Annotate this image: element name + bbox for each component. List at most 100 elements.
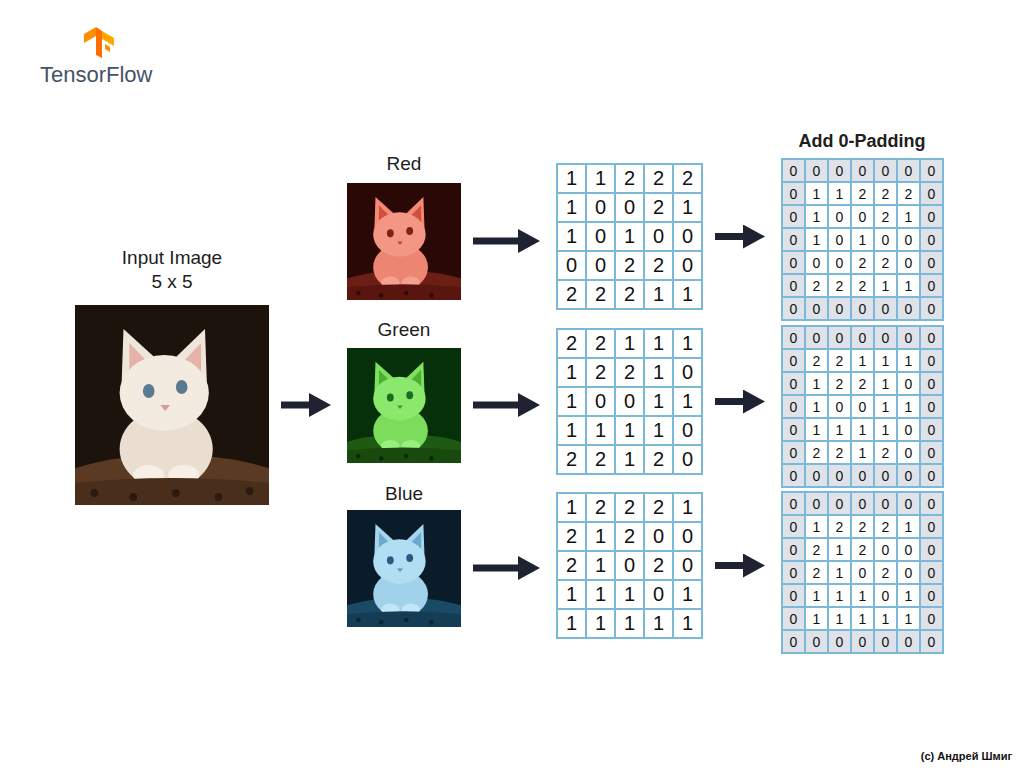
- matrix-cell: 1: [674, 581, 701, 608]
- matrix-cell: 0: [829, 631, 850, 652]
- matrix-cell: 0: [898, 442, 919, 463]
- matrix-cell: 0: [921, 562, 942, 583]
- matrix-cell: 2: [645, 446, 672, 473]
- matrix-cell: 2: [616, 494, 643, 521]
- matrix-cell: 0: [852, 327, 873, 348]
- matrix-cell: 2: [674, 165, 701, 192]
- matrix-cell: 1: [852, 229, 873, 250]
- matrix-cell: 2: [852, 516, 873, 537]
- matrix-cell: 1: [829, 562, 850, 583]
- image-heading: Red: [347, 152, 461, 176]
- matrix-cell: 1: [587, 165, 614, 192]
- matrix-cell: 0: [829, 327, 850, 348]
- matrix-cell: 2: [875, 252, 896, 273]
- matrix-cell: 0: [829, 206, 850, 227]
- matrix-cell: 2: [852, 183, 873, 204]
- matrix-cell: 0: [852, 298, 873, 319]
- matrix-cell: 1: [587, 581, 614, 608]
- matrix-cell: 0: [921, 183, 942, 204]
- matrix-cell: 2: [829, 275, 850, 296]
- matrix-cell: 1: [616, 330, 643, 357]
- matrix-cell: 0: [806, 160, 827, 181]
- matrix-cell: 1: [616, 417, 643, 444]
- matrix-cell: 2: [875, 206, 896, 227]
- matrix-cell: 0: [783, 229, 804, 250]
- matrix-cell: 0: [921, 419, 942, 440]
- matrix-cell: 1: [558, 223, 585, 250]
- matrix-cell: 0: [898, 465, 919, 486]
- matrix-cell: 0: [875, 160, 896, 181]
- matrix-cell: 1: [674, 194, 701, 221]
- matrix-cell: 0: [898, 252, 919, 273]
- matrix-cell: 0: [783, 631, 804, 652]
- matrix-cell: 0: [783, 298, 804, 319]
- matrix-cell: 0: [875, 631, 896, 652]
- matrix-cell: 0: [674, 359, 701, 386]
- matrix-cell: 0: [921, 206, 942, 227]
- matrix-cell: 1: [674, 388, 701, 415]
- blue-channel-photo: [347, 510, 461, 627]
- matrix-cell: 0: [898, 160, 919, 181]
- input-image: Input Image5 x 5: [75, 246, 269, 505]
- matrix-cell: 1: [616, 446, 643, 473]
- matrix-cell: 1: [674, 330, 701, 357]
- matrix-cell: 2: [852, 373, 873, 394]
- flow-arrow: [473, 402, 530, 409]
- matrix-cell: 2: [616, 252, 643, 279]
- matrix-cell: 0: [587, 388, 614, 415]
- matrix-cell: 1: [806, 373, 827, 394]
- matrix-cell: 2: [898, 183, 919, 204]
- matrix-cell: 0: [875, 493, 896, 514]
- matrix-cell: 0: [875, 465, 896, 486]
- kitten-photo: [75, 305, 269, 505]
- matrix-cell: 0: [645, 581, 672, 608]
- matrix-cell: 0: [783, 562, 804, 583]
- matrix-cell: 2: [852, 275, 873, 296]
- watermark: (c) Андрей Шмиг: [921, 750, 1012, 762]
- column-heading: Add 0-Padding: [799, 131, 926, 152]
- matrix-cell: 1: [645, 359, 672, 386]
- matrix-cell: 0: [783, 327, 804, 348]
- image-heading: Input Image: [75, 246, 269, 270]
- brand-name: TensorFlow: [40, 62, 152, 88]
- matrix-cell: 0: [852, 160, 873, 181]
- matrix-cell: 2: [616, 165, 643, 192]
- matrix-cell: 2: [829, 442, 850, 463]
- matrix-cell: 0: [852, 493, 873, 514]
- matrix-cell: 1: [806, 229, 827, 250]
- matrix-cell: 0: [783, 396, 804, 417]
- matrix-cell: 0: [852, 206, 873, 227]
- channel-matrix: 1122210021101000022022211: [556, 163, 703, 310]
- matrix-cell: 1: [875, 608, 896, 629]
- matrix-cell: 2: [587, 359, 614, 386]
- matrix-cell: 1: [674, 494, 701, 521]
- matrix-cell: 1: [558, 417, 585, 444]
- flow-arrow: [715, 398, 755, 405]
- matrix-cell: 1: [587, 417, 614, 444]
- matrix-cell: 2: [875, 183, 896, 204]
- matrix-cell: 0: [852, 396, 873, 417]
- matrix-cell: 2: [852, 252, 873, 273]
- matrix-cell: 0: [898, 298, 919, 319]
- matrix-cell: 2: [616, 281, 643, 308]
- matrix-cell: 0: [921, 396, 942, 417]
- matrix-cell: 0: [852, 562, 873, 583]
- matrix-cell: 0: [587, 252, 614, 279]
- matrix-cell: 0: [783, 442, 804, 463]
- matrix-cell: 1: [558, 165, 585, 192]
- matrix-cell: 2: [558, 523, 585, 550]
- matrix-cell: 0: [921, 373, 942, 394]
- matrix-cell: 1: [829, 585, 850, 606]
- matrix-cell: 0: [783, 183, 804, 204]
- matrix-cell: 2: [558, 552, 585, 579]
- image-heading: 5 x 5: [75, 270, 269, 294]
- matrix-cell: 1: [616, 581, 643, 608]
- matrix-cell: 1: [558, 494, 585, 521]
- matrix-cell: 0: [674, 523, 701, 550]
- matrix-cell: 0: [875, 585, 896, 606]
- matrix-cell: 1: [829, 539, 850, 560]
- flow-arrow: [715, 562, 755, 569]
- matrix-cell: 2: [558, 330, 585, 357]
- matrix-cell: 1: [806, 206, 827, 227]
- matrix-cell: 0: [783, 465, 804, 486]
